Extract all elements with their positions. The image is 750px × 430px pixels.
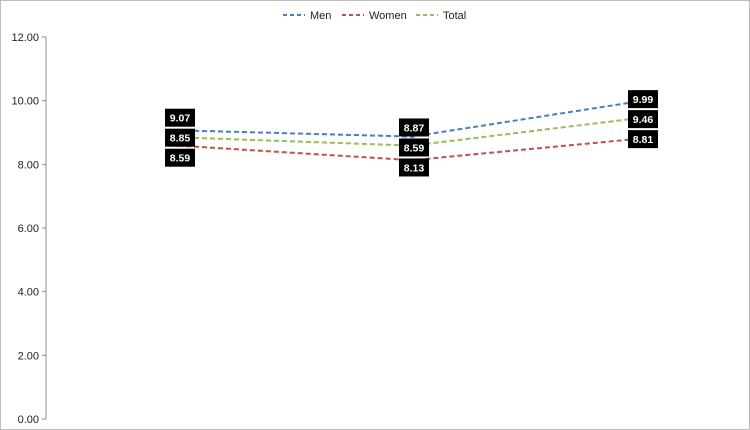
data-label-men: 9.07	[165, 108, 195, 127]
data-label-women: 8.81	[628, 130, 658, 149]
data-label-men: 8.87	[399, 118, 429, 137]
data-label-men: 9.99	[628, 90, 658, 109]
y-tick-label: 12.00	[11, 32, 39, 44]
y-tick-label: 6.00	[18, 223, 39, 235]
data-label-box	[399, 118, 429, 137]
data-label-box	[628, 110, 658, 129]
data-label-women: 8.13	[399, 158, 429, 177]
data-label-text: 8.85	[170, 133, 191, 145]
y-tick-label: 8.00	[18, 159, 39, 171]
data-label-total: 8.59	[399, 138, 429, 157]
data-label-text: 8.81	[633, 134, 654, 146]
axes: 0.00 2.00 4.00 6.00 8.00 10.00 12.00	[11, 32, 47, 426]
y-tick-label: 0.00	[18, 414, 39, 426]
y-tick-label: 10.00	[11, 96, 39, 108]
data-label-box	[165, 108, 195, 127]
data-label-women: 8.59	[165, 148, 195, 167]
data-label-box	[165, 128, 195, 147]
data-label-total: 8.85	[165, 128, 195, 147]
legend: Men Women Total	[283, 10, 466, 22]
data-label-box	[628, 90, 658, 109]
data-label-text: 8.59	[404, 142, 425, 154]
legend-label-men: Men	[310, 10, 331, 22]
data-label-text: 8.87	[404, 122, 425, 134]
data-label-text: 9.46	[633, 114, 654, 126]
data-label-box	[399, 138, 429, 157]
data-label-text: 8.59	[170, 153, 191, 165]
data-label-total: 9.46	[628, 110, 658, 129]
data-label-text: 9.07	[170, 113, 191, 125]
data-label-box	[165, 148, 195, 167]
y-tick-label: 2.00	[18, 350, 39, 362]
data-label-text: 9.99	[633, 94, 654, 106]
y-tick-label: 4.00	[18, 287, 39, 299]
data-labels: 9.07 8.85 8.59 8.87 8.59 8.13 9.99 9.46 8.81	[165, 90, 658, 177]
data-label-box	[628, 130, 658, 149]
legend-label-women: Women	[369, 10, 407, 22]
data-label-box	[399, 158, 429, 177]
legend-label-total: Total	[443, 10, 466, 22]
data-label-text: 8.13	[404, 162, 425, 174]
